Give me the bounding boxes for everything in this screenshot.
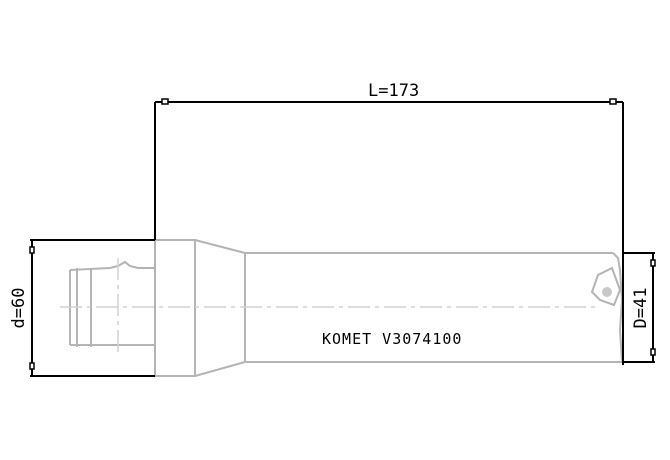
head-diameter-label: D=41 — [631, 288, 651, 329]
insert-screw-icon — [602, 287, 612, 297]
length-label: L=173 — [368, 81, 419, 101]
cutting-insert — [590, 266, 622, 307]
dimension-shank-diameter: d=60 — [9, 239, 155, 377]
part-marking: KOMET V3074100 — [322, 330, 462, 348]
dimension-head-diameter: D=41 — [623, 252, 656, 363]
shank-diameter-label: d=60 — [9, 288, 29, 329]
tool-body — [69, 239, 624, 377]
dimension-length: L=173 — [154, 81, 624, 365]
